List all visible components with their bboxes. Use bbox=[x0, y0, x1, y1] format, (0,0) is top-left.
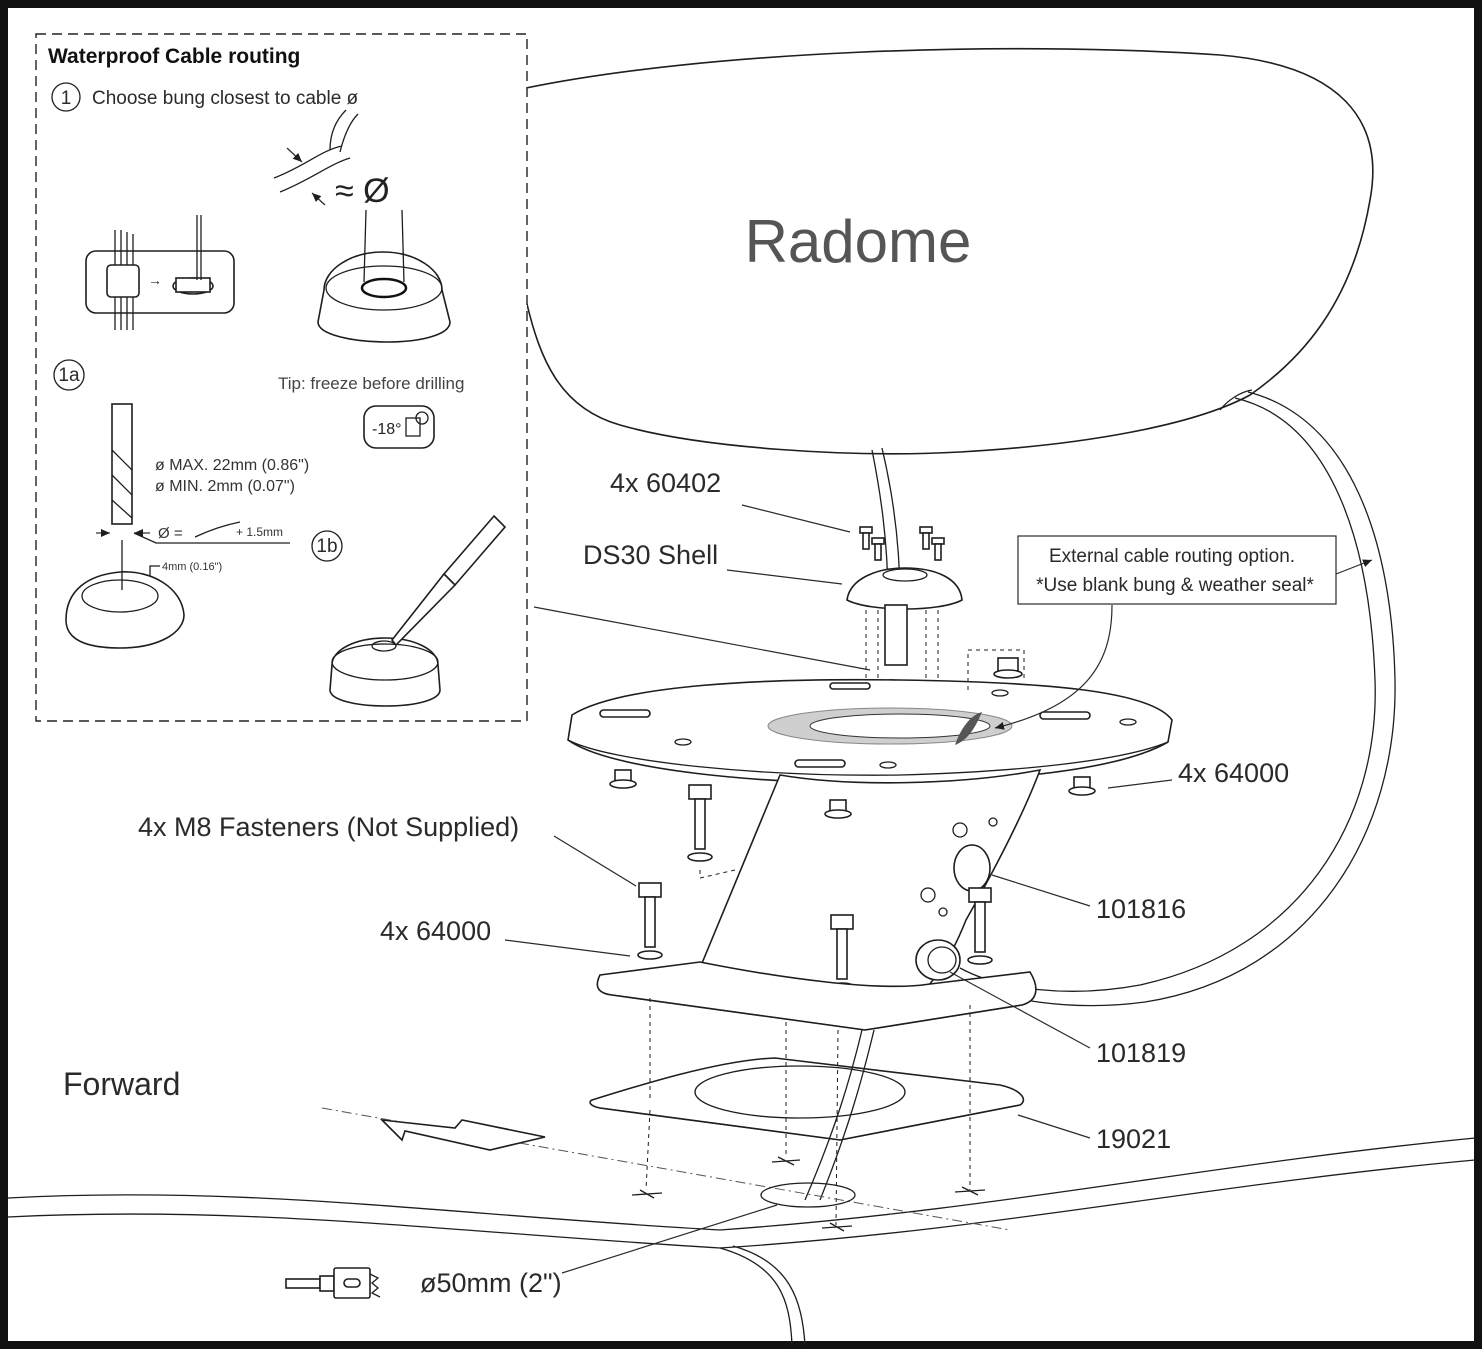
freeze-temp: -18° bbox=[372, 421, 402, 438]
inset-panel: Waterproof Cable routing 1 Choose bung c… bbox=[35, 33, 528, 722]
external-note-line2: *Use blank bung & weather seal* bbox=[1036, 575, 1314, 596]
min-text: ø MIN. 2mm (0.07") bbox=[155, 478, 295, 495]
formula-text: Ø = bbox=[158, 525, 183, 542]
forward-label: Forward bbox=[63, 1066, 180, 1102]
step1-number: 1 bbox=[61, 88, 72, 109]
ds30-shell bbox=[846, 567, 963, 610]
grommet-large-label: 101819 bbox=[1096, 1038, 1186, 1068]
max-text: ø MAX. 22mm (0.86") bbox=[155, 457, 309, 474]
grommet-101816 bbox=[953, 844, 991, 892]
approx-diameter: ≈ Ø bbox=[335, 172, 390, 210]
grommet-101819 bbox=[915, 939, 961, 981]
step1b-number: 1b bbox=[316, 536, 337, 557]
hole-size-label: ø50mm (2") bbox=[420, 1268, 562, 1298]
deck-curve bbox=[719, 1247, 793, 1346]
grommet-small-label: 101816 bbox=[1096, 894, 1186, 924]
deck-edge-upper bbox=[7, 1137, 1476, 1231]
external-cable bbox=[959, 397, 1376, 992]
forward-arrow bbox=[379, 1118, 546, 1151]
hole-saw-icon bbox=[285, 1267, 381, 1299]
step1a-number: 1a bbox=[58, 365, 80, 386]
external-note-line1: External cable routing option. bbox=[1049, 546, 1295, 567]
screw-guides bbox=[865, 610, 939, 740]
deck-hole bbox=[760, 1182, 856, 1208]
deck-edge-lower bbox=[7, 1159, 1476, 1249]
base-plate bbox=[589, 1057, 1025, 1141]
formula-add: + 1.5mm bbox=[236, 525, 283, 539]
washers-top-label: 4x 64000 bbox=[1178, 758, 1289, 788]
external-cable-edge bbox=[957, 391, 1396, 1007]
radome-outline bbox=[525, 47, 1374, 455]
lower-flange bbox=[596, 961, 1037, 1031]
inset-title: Waterproof Cable routing bbox=[48, 45, 300, 68]
radome-label: Radome bbox=[745, 208, 972, 275]
forward-axis bbox=[321, 1107, 1011, 1231]
svg-text:→: → bbox=[148, 272, 162, 288]
base-plate-label: 19021 bbox=[1096, 1124, 1171, 1154]
shell-label: DS30 Shell bbox=[583, 540, 718, 570]
washers-left-label: 4x 64000 bbox=[380, 916, 491, 946]
spacers-top bbox=[609, 769, 1096, 819]
depth-text: 4mm (0.16") bbox=[162, 561, 222, 573]
step1-text: Choose bung closest to cable ø bbox=[92, 88, 359, 109]
deck-curve-2 bbox=[732, 1245, 806, 1346]
tip-text: Tip: freeze before drilling bbox=[278, 374, 464, 393]
external-note-box bbox=[1017, 535, 1337, 605]
deck-marks bbox=[631, 1156, 986, 1232]
fasteners-label: 4x M8 Fasteners (Not Supplied) bbox=[138, 812, 519, 842]
screws-label: 4x 60402 bbox=[610, 468, 721, 498]
bolt-set bbox=[637, 784, 993, 992]
base-plate-hole bbox=[694, 1065, 906, 1119]
bolt-guides bbox=[645, 998, 971, 1226]
screw-set bbox=[859, 526, 945, 561]
pedestal-holes bbox=[920, 817, 998, 917]
